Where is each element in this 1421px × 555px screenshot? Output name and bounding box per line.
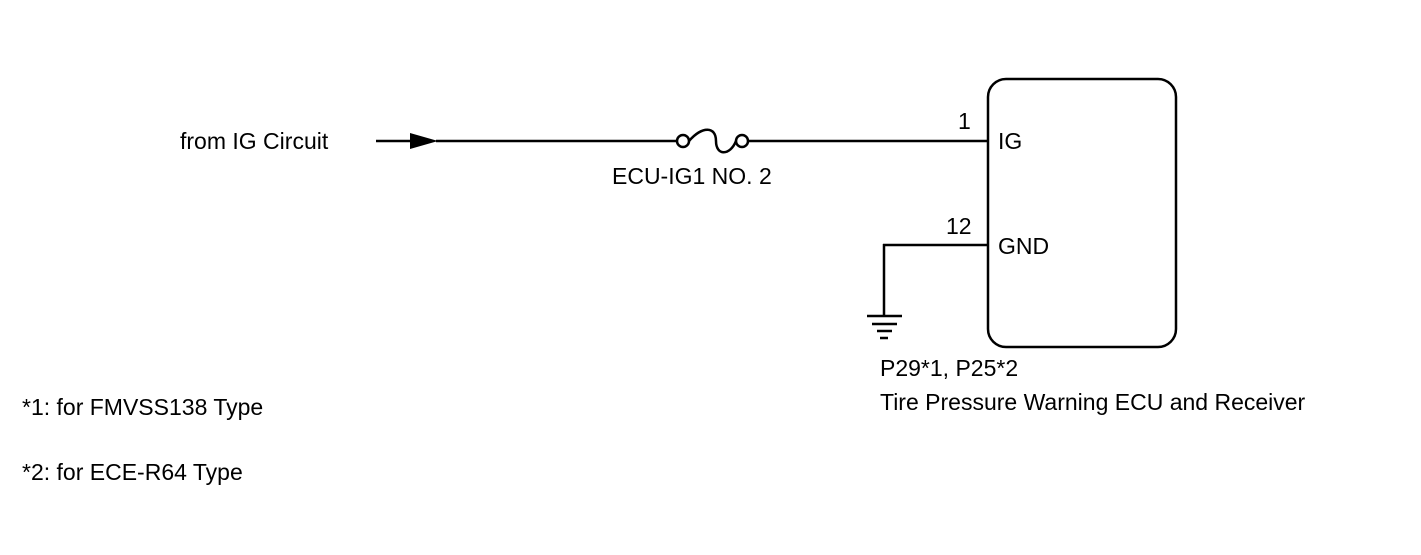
fuse-symbol	[675, 128, 750, 154]
pin-1-number: 1	[958, 108, 971, 134]
fuse-label: ECU-IG1 NO. 2	[612, 163, 772, 189]
pin-gnd-label: GND	[998, 233, 1050, 259]
footnote-2: *2: for ECE-R64 Type	[22, 459, 243, 485]
input-arrow	[376, 133, 438, 149]
ground-wire	[882, 243, 988, 316]
ecu-name-label: Tire Pressure Warning ECU and Receiver	[880, 389, 1306, 415]
pin-ig-label: IG	[998, 128, 1023, 154]
pin-12-number: 12	[946, 213, 972, 239]
ecu-connector-label: P29*1, P25*2	[880, 355, 1019, 381]
footnote-1: *1: for FMVSS138 Type	[22, 394, 264, 420]
source-label: from IG Circuit	[180, 128, 329, 154]
ground-symbol	[867, 314, 902, 340]
ecu-box	[986, 77, 1178, 349]
